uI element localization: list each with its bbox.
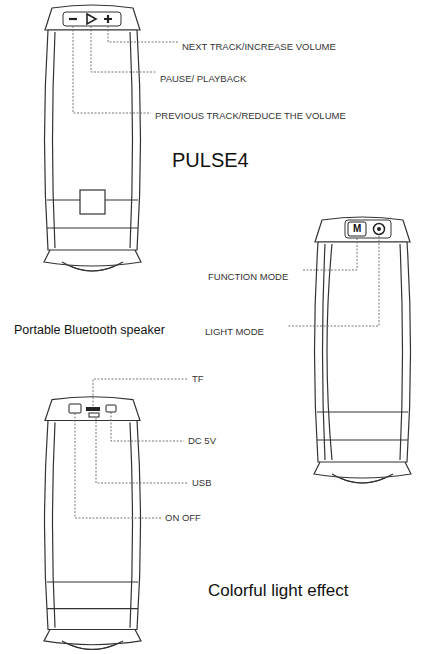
speaker-front bbox=[44, 5, 141, 271]
usb-port bbox=[89, 413, 99, 417]
mode-button bbox=[348, 222, 366, 236]
power-switch bbox=[69, 404, 81, 413]
button-panel bbox=[345, 220, 391, 238]
function-label: NEXT TRACK/INCREASE VOLUME bbox=[182, 42, 336, 52]
product-description: Portable Bluetooth speaker bbox=[14, 324, 165, 337]
button-panel bbox=[63, 12, 121, 26]
function-label: FUNCTION MODE bbox=[208, 272, 288, 282]
tf-slot bbox=[86, 407, 100, 411]
play-button bbox=[87, 14, 96, 24]
button-letter: M bbox=[353, 224, 361, 234]
function-label: PREVIOUS TRACK/REDUCE THE VOLUME bbox=[155, 111, 346, 121]
leader-lines bbox=[75, 379, 188, 518]
caption-text: Colorful light effect bbox=[208, 582, 348, 599]
leader-lines bbox=[73, 26, 178, 113]
speaker-back bbox=[44, 397, 141, 650]
leader-lines bbox=[287, 236, 379, 326]
speaker-side bbox=[314, 217, 411, 483]
function-label: PAUSE/ PLAYBACK bbox=[160, 74, 246, 84]
model-name: PULSE4 bbox=[172, 150, 249, 170]
dc-port bbox=[106, 405, 116, 412]
plus-button bbox=[104, 15, 112, 23]
function-label: LIGHT MODE bbox=[205, 327, 264, 337]
port-label: ON OFF bbox=[165, 513, 201, 523]
port-label: DC 5V bbox=[188, 436, 216, 446]
port-label: USB bbox=[192, 478, 212, 488]
minus-button bbox=[69, 18, 77, 20]
light-button bbox=[374, 224, 385, 235]
port-label: TF bbox=[192, 374, 204, 384]
